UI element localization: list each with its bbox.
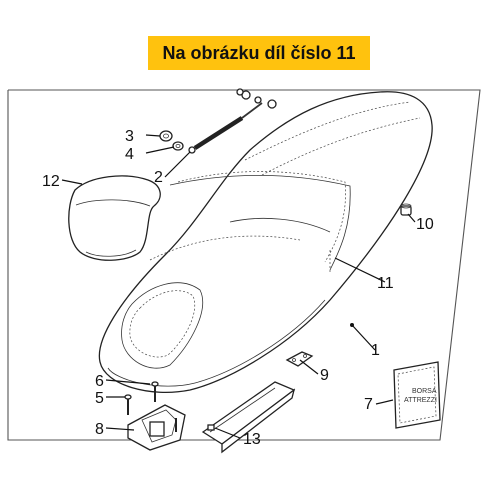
callout-11[interactable]: 11 bbox=[377, 275, 394, 292]
gas-strut-part[interactable] bbox=[188, 88, 277, 154]
tool-bag-label-line2: ATTREZZI bbox=[404, 397, 437, 404]
bolt-part[interactable] bbox=[124, 394, 177, 432]
callout-13[interactable]: 13 bbox=[243, 431, 261, 448]
washer-part[interactable] bbox=[172, 141, 184, 151]
screw-part[interactable] bbox=[151, 381, 159, 402]
part-number-banner: Na obrázku díl číslo 11 bbox=[148, 36, 370, 70]
latch-plate-part[interactable] bbox=[127, 404, 186, 451]
tool-bag-label-line1: BORSA bbox=[412, 388, 437, 395]
callout-3[interactable]: 3 bbox=[125, 128, 134, 145]
callout-2[interactable]: 2 bbox=[154, 169, 163, 186]
diagram-frame bbox=[7, 89, 481, 441]
callout-10[interactable]: 10 bbox=[416, 216, 434, 233]
nut-part[interactable] bbox=[159, 130, 173, 142]
callout-9[interactable]: 9 bbox=[320, 367, 329, 384]
callout-8[interactable]: 8 bbox=[95, 421, 104, 438]
callout-7[interactable]: 7 bbox=[364, 396, 373, 413]
callout-12[interactable]: 12 bbox=[42, 173, 60, 190]
storage-tray-part[interactable] bbox=[201, 381, 296, 454]
leader-dot bbox=[350, 323, 354, 327]
seat-assembly[interactable] bbox=[98, 91, 433, 393]
tool-bag-part[interactable]: BORSA ATTREZZI bbox=[393, 361, 441, 429]
callout-5[interactable]: 5 bbox=[95, 390, 104, 407]
small-bracket-part[interactable] bbox=[285, 351, 314, 367]
callout-6[interactable]: 6 bbox=[95, 373, 104, 390]
leader-lines bbox=[61, 134, 416, 439]
rubber-stop-part[interactable] bbox=[400, 203, 412, 216]
callout-1[interactable]: 1 bbox=[371, 342, 380, 359]
backrest-part[interactable] bbox=[68, 175, 161, 261]
callout-4[interactable]: 4 bbox=[125, 146, 134, 163]
